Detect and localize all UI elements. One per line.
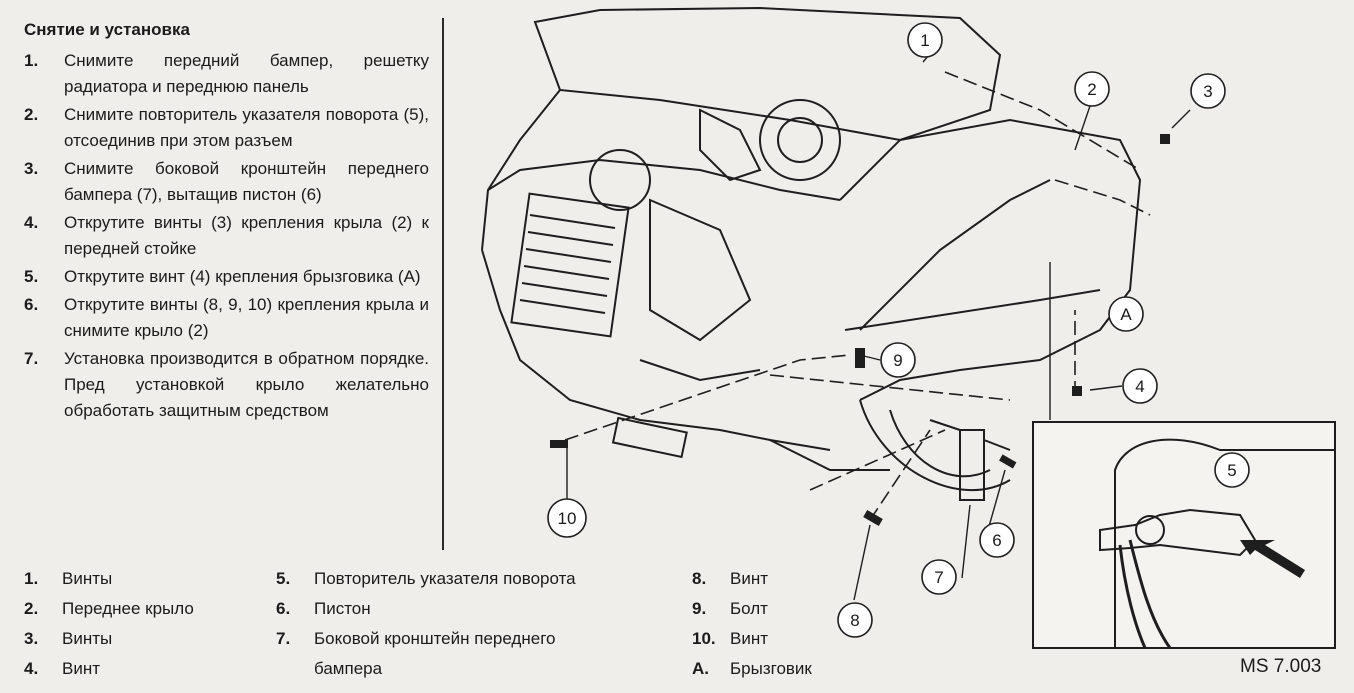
step-number: 5.: [24, 267, 39, 286]
legend-number: 8.: [692, 569, 707, 588]
legend-item: А. Брызговик: [692, 654, 812, 684]
section-title: Снятие и установка: [24, 20, 190, 39]
step-item: 2. Снимите повторитель указателя поворота…: [24, 102, 429, 154]
step-text: Открутите винты (3) крепления крыла (2) …: [64, 213, 429, 258]
step-text: Открутите винты (8, 9, 10) крепления кры…: [64, 295, 429, 340]
svg-text:3: 3: [1203, 82, 1212, 101]
step-item: 3. Снимите боковой кронштейн переднего ба…: [24, 156, 429, 208]
legend-item: 3. Винты: [24, 624, 194, 654]
callout-9: 9: [880, 342, 916, 378]
legend-item: 7. Боковой кронштейн переднего: [276, 624, 576, 654]
legend-label: Повторитель указателя поворота: [314, 569, 576, 588]
car-front-drawing: [481, 6, 1142, 501]
screw-3-icon: [1160, 134, 1170, 144]
legend-number: 10.: [692, 629, 716, 648]
legend-column-1: 1. Винты 2. Переднее крыло 3. Винты 4. Винт: [24, 564, 194, 684]
legend-number: 4.: [24, 659, 39, 678]
svg-text:9: 9: [893, 351, 902, 370]
step-text: Снимите передний бампер, решетку радиато…: [64, 51, 429, 96]
callout-1: 1: [907, 22, 943, 58]
bolt-9-icon: [855, 348, 865, 368]
step-number: 1.: [24, 51, 39, 70]
inset-detail-box: [1032, 421, 1336, 649]
svg-text:8: 8: [850, 611, 859, 630]
svg-text:10: 10: [558, 509, 577, 528]
piston-6-icon: [999, 454, 1017, 469]
legend-label: Переднее крыло: [62, 599, 194, 618]
legend-number: А.: [692, 659, 709, 678]
callout-6: 6: [979, 522, 1015, 558]
legend-number: 9.: [692, 599, 707, 618]
screw-4-icon: [1072, 386, 1082, 396]
legend-number: 5.: [276, 569, 291, 588]
legend-item: 8. Винт: [692, 564, 812, 594]
step-item: 4. Открутите винты (3) крепления крыла (2…: [24, 210, 429, 262]
legend-item: 10. Винт: [692, 624, 812, 654]
svg-text:6: 6: [992, 531, 1001, 550]
svg-text:5: 5: [1227, 461, 1236, 480]
legend-item: 1. Винты: [24, 564, 194, 594]
step-item: 6. Открутите винты (8, 9, 10) крепления к…: [24, 292, 429, 344]
step-number: 7.: [24, 349, 39, 368]
screw-10-icon: [550, 440, 568, 448]
callout-A: A: [1108, 296, 1144, 332]
step-number: 2.: [24, 105, 39, 124]
legend-label: Винт: [62, 659, 101, 678]
steps-list: 1. Снимите передний бампер, решетку радиа…: [24, 48, 429, 426]
step-text: Установка производится в обратном порядк…: [64, 349, 429, 420]
step-text: Снимите повторитель указателя поворота (…: [64, 105, 429, 150]
legend-item: 4. Винт: [24, 654, 194, 684]
legend-item: 5. Повторитель указателя поворота: [276, 564, 576, 594]
step-number: 6.: [24, 295, 39, 314]
screw-8-icon: [863, 510, 883, 526]
step-number: 4.: [24, 213, 39, 232]
step-item: 1. Снимите передний бампер, решетку радиа…: [24, 48, 429, 100]
legend-label: Винты: [62, 569, 113, 588]
legend-label: Боковой кронштейн переднего: [314, 629, 556, 648]
legend-label: Пистон: [314, 599, 371, 618]
svg-text:4: 4: [1135, 377, 1144, 396]
svg-text:2: 2: [1087, 80, 1096, 99]
legend-item: 2. Переднее крыло: [24, 594, 194, 624]
arrow-icon: [1240, 540, 1305, 578]
column-divider: [442, 18, 444, 550]
step-text: Снимите боковой кронштейн переднего бамп…: [64, 159, 429, 204]
legend-number: 7.: [276, 629, 291, 648]
svg-text:7: 7: [934, 568, 943, 587]
callout-markers: 1 2 3 A 4 9 5 6 7 8 10: [547, 22, 1250, 638]
callout-8: 8: [837, 602, 873, 638]
legend-number: 1.: [24, 569, 39, 588]
legend-label: Болт: [730, 599, 768, 618]
callout-5: 5: [1214, 452, 1250, 488]
legend-label: Брызговик: [730, 659, 812, 678]
figure-code: MS 7.003: [1240, 656, 1322, 677]
legend-label: Винт: [730, 569, 769, 588]
legend-label: Винт: [730, 629, 769, 648]
legend-column-2: 5. Повторитель указателя поворота 6. Писто…: [276, 564, 576, 684]
callout-3: 3: [1190, 73, 1226, 109]
legend-label: бампера: [314, 659, 383, 678]
assembly-leader-lines: [564, 71, 1151, 521]
svg-text:1: 1: [920, 31, 929, 50]
svg-text:A: A: [1120, 305, 1132, 324]
legend-item: бампера: [276, 654, 576, 684]
legend-number: 3.: [24, 629, 39, 648]
step-number: 3.: [24, 159, 39, 178]
callout-2: 2: [1074, 71, 1110, 107]
callout-7: 7: [921, 559, 957, 595]
legend-column-3: 8. Винт 9. Болт 10. Винт А. Брызговик: [692, 564, 812, 684]
callout-10: 10: [547, 498, 587, 538]
callout-4: 4: [1122, 368, 1158, 404]
step-item: 5. Открутите винт (4) крепления брызговик…: [24, 264, 429, 290]
step-text: Открутите винт (4) крепления брызговика …: [64, 267, 421, 286]
legend-item: 6. Пистон: [276, 594, 576, 624]
legend-item: 9. Болт: [692, 594, 812, 624]
legend-number: 2.: [24, 599, 39, 618]
legend-label: Винты: [62, 629, 113, 648]
legend-number: 6.: [276, 599, 291, 618]
step-item: 7. Установка производится в обратном поря…: [24, 346, 429, 424]
fastener-marks: [550, 134, 1170, 526]
